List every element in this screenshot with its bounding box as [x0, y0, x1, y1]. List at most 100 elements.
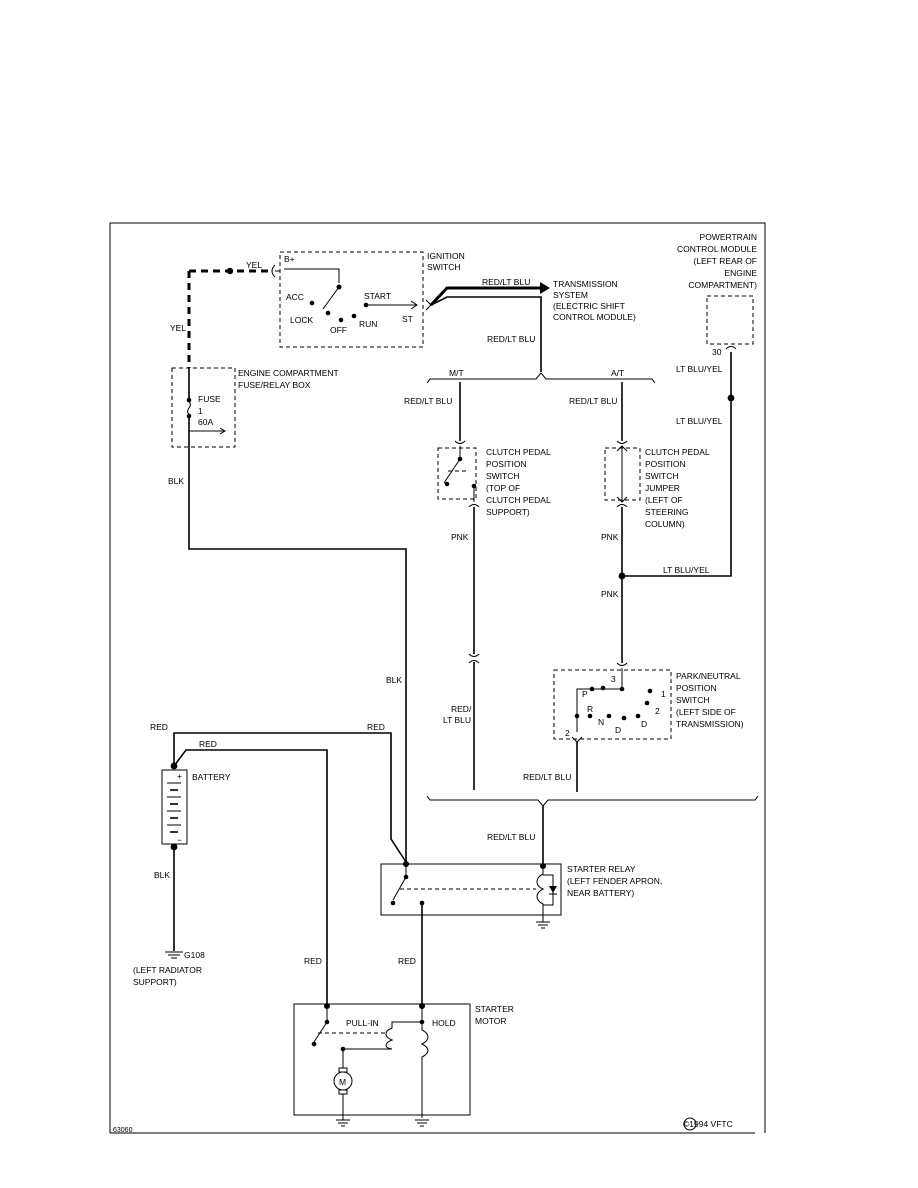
copyright-circle	[683, 1117, 697, 1131]
pull-in-coil	[342, 1006, 423, 1068]
battery: + − BATTERY	[161, 762, 231, 851]
relay-coil	[536, 866, 545, 916]
trans-line-4: CONTROL MODULE)	[553, 312, 636, 322]
pn-d-inner-label: D	[615, 725, 621, 735]
lt-blu-yel-wire	[622, 352, 732, 577]
pn-d-outer-label: D	[641, 719, 647, 729]
pcm-pin-label: 30	[712, 347, 722, 357]
relay-diode-loop	[543, 874, 554, 906]
red-lt-blu-trans-wire	[429, 286, 540, 307]
red-batt-label: RED	[150, 722, 168, 732]
lt-blu-yel-splice	[727, 394, 735, 402]
pn-2-contact	[644, 700, 650, 706]
fuse-label: FUSE	[198, 394, 221, 404]
fuse-element	[187, 401, 191, 415]
clutch-nc-contact	[444, 481, 450, 487]
red-batt-label-2: RED	[199, 739, 217, 749]
jumper-arrow-bottom	[616, 496, 628, 503]
clutch-line-6: SUPPORT)	[486, 507, 530, 517]
figure-code: 63060	[113, 1127, 133, 1134]
pn-r-label: R	[587, 704, 593, 714]
ignition-connector	[271, 264, 276, 278]
starter-motor-box	[293, 1003, 471, 1116]
pn-r-contact	[574, 713, 580, 719]
pn-d-contact	[621, 715, 627, 721]
diagram-frame	[109, 222, 766, 1133]
jumper-line-6: STEERING	[645, 507, 688, 517]
pn-pin-2b: 2	[565, 728, 570, 738]
run-label: RUN	[359, 319, 377, 329]
fuse-number: 1	[198, 406, 203, 416]
powertrain-control-module: 30 POWERTRAIN CONTROL MODULE (LEFT REAR …	[677, 232, 757, 357]
blk-ground-label: BLK	[154, 870, 170, 880]
ground-id: G108	[184, 950, 205, 960]
jumper-line-4: JUMPER	[645, 483, 680, 493]
start-label: START	[364, 291, 391, 301]
hold-coil-junction	[419, 1019, 425, 1025]
pn-1-contact	[647, 688, 653, 694]
yel-top-label: YEL	[246, 260, 262, 270]
pcm-line-5: COMPARTMENT)	[688, 280, 757, 290]
jumper-line-7: COLUMN)	[645, 519, 685, 529]
motor-m-label: M	[339, 1077, 346, 1087]
battery-minus: −	[177, 835, 182, 845]
copyright-text: ©1994 VFTC	[683, 1119, 733, 1129]
lt-blu-yel-label-1: LT BLU/YEL	[663, 565, 710, 575]
pn-line-2: POSITION	[676, 683, 717, 693]
ground-line-3: SUPPORT)	[133, 977, 177, 987]
starter-motor: M PULL-IN HOLD STARTER MOTOR	[293, 1003, 514, 1127]
jumper-conn-top	[616, 440, 628, 444]
relay-switch-arm	[392, 876, 407, 901]
red-lt-blu-branch-wire	[430, 296, 542, 372]
red-lt-blu-branch-label: RED/LT BLU	[487, 334, 535, 344]
pcm-line-3: (LEFT REAR OF	[693, 256, 757, 266]
pn-line-4: (LEFT SIDE OF	[676, 707, 736, 717]
mt-inline-conn-top	[468, 653, 480, 657]
solenoid-switch-arm	[313, 1021, 328, 1043]
ground-g108: G108 (LEFT RADIATOR SUPPORT)	[133, 950, 205, 987]
fuse-branch-arrow	[219, 427, 226, 435]
red-relay-label: RED	[367, 722, 385, 732]
pcm-line-2: CONTROL MODULE	[677, 244, 757, 254]
battery-label: BATTERY	[192, 772, 231, 782]
pn-pin-2: 2	[655, 706, 660, 716]
pcm-line-4: ENGINE	[724, 268, 757, 278]
starter-relay: STARTER RELAY (LEFT FENDER APRON, NEAR B…	[380, 861, 662, 929]
hold-label: HOLD	[432, 1018, 456, 1028]
pn-p-contact-2	[600, 685, 606, 691]
pcm-line-1: POWERTRAIN	[700, 232, 757, 242]
jumper-arrow-top	[616, 445, 628, 452]
ignition-off-contact	[338, 317, 344, 323]
red-lt-blu-trans-label: RED/LT BLU	[482, 277, 530, 287]
trans-line-2: SYSTEM	[553, 290, 588, 300]
hold-coil	[420, 1022, 429, 1118]
trans-line-1: TRANSMISSION	[553, 279, 618, 289]
fuse-box-line-2: FUSE/RELAY BOX	[238, 380, 311, 390]
pull-in-label: PULL-IN	[346, 1018, 379, 1028]
lock-label: LOCK	[290, 315, 313, 325]
motor-junction	[340, 1046, 346, 1052]
battery-plus: +	[177, 771, 182, 781]
yel-side-label: YEL	[170, 323, 186, 333]
red-lt-label-1: RED/	[451, 704, 472, 714]
transmission-label: TRANSMISSION SYSTEM (ELECTRIC SHIFT CONT…	[553, 279, 636, 322]
jumper-conn-bottom	[616, 504, 628, 508]
red-starter-label-1: RED	[304, 956, 322, 966]
red-batt-starter-wire	[173, 749, 328, 1006]
red-lt-blu-at-label: RED/LT BLU	[569, 396, 617, 406]
ignition-run-contact	[351, 313, 357, 319]
pn-n-label: N	[598, 717, 604, 727]
pn-box	[553, 669, 672, 740]
red-lt-blu-pn-label: RED/LT BLU	[523, 772, 571, 782]
pnk-mt-label: PNK	[451, 532, 469, 542]
jumper-line-5: (LEFT OF	[645, 495, 683, 505]
st-connector	[425, 299, 432, 311]
pn-pin-3: 3	[611, 674, 616, 684]
fuse-amps: 60A	[198, 417, 213, 427]
pcm-box	[706, 295, 754, 345]
clutch-line-4: (TOP OF	[486, 483, 520, 493]
pn-p-label: P	[582, 689, 588, 699]
starter-relay-box	[380, 863, 562, 916]
at-label: A/T	[611, 368, 624, 378]
clutch-conn-bottom	[468, 504, 480, 508]
